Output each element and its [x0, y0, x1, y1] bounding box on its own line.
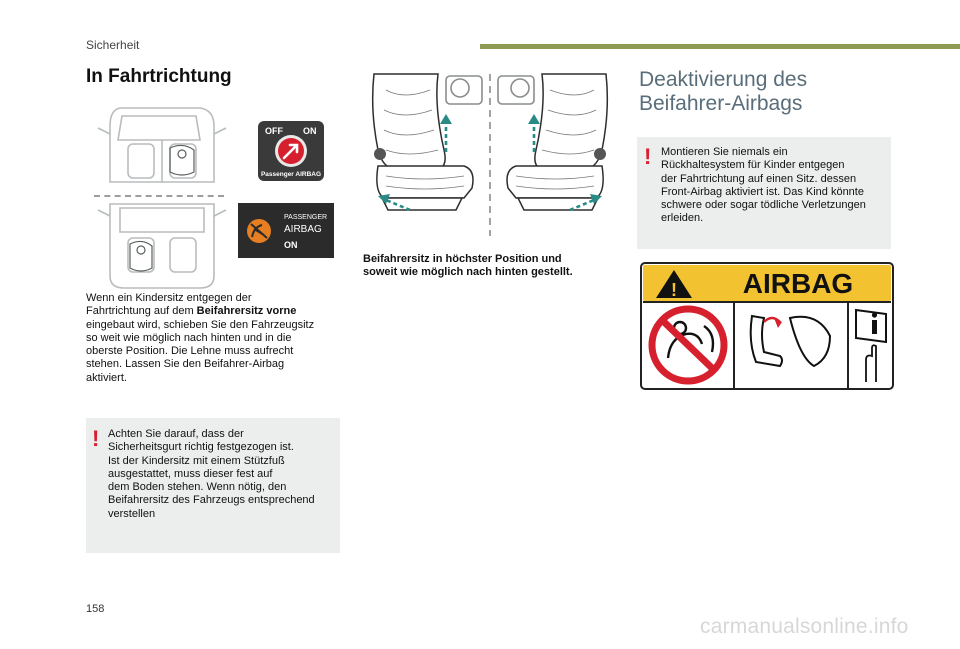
- page-title: In Fahrtrichtung: [86, 66, 232, 87]
- page-number: 158: [86, 603, 105, 615]
- intro-line: Wenn ein Kindersitz entgegen der: [86, 292, 252, 304]
- warning-line: Ist der Kindersitz mit einem Stützfuß: [108, 454, 285, 467]
- lamp-passenger-label: PASSENGER: [284, 214, 327, 221]
- warning-exclamation-icon: !: [644, 144, 652, 169]
- label-airbag-word: AIRBAG: [743, 268, 853, 299]
- section-title-line: Deaktivierung des: [639, 68, 808, 91]
- view-divider: [94, 195, 224, 197]
- warning-text-airbag: Montieren Sie niemals ein Rückhaltesyste…: [661, 146, 889, 226]
- intro-line: aktiviert.: [86, 371, 127, 384]
- warning-box-seatbelt: [86, 418, 340, 553]
- warning-line: Beifahrersitz des Fahrzeugs entsprechend: [108, 494, 315, 507]
- switch-on-label: ON: [303, 126, 317, 136]
- header-accent-bar: [480, 44, 960, 49]
- warning-line: Achten Sie darauf, dass der: [108, 428, 244, 440]
- warning-line: der Fahrtrichtung auf einen Sitz. dessen: [661, 172, 857, 185]
- warning-line: Montieren Sie niemals ein: [661, 146, 788, 158]
- section-label: Sicherheit: [86, 38, 140, 52]
- intro-line: stehen. Lassen Sie den Beifahrer-Airbag: [86, 358, 285, 371]
- seat-caption: Beifahrersitz in höchster Position und s…: [363, 253, 613, 280]
- intro-line: Fahrtrichtung auf dem Beifahrersitz vorn…: [86, 305, 348, 318]
- passenger-airbag-on-lamp-icon: PASSENGER AIRBAG ON: [238, 203, 334, 258]
- intro-line: so weit wie möglich nach hinten und in d…: [86, 331, 292, 344]
- warning-line: schwere oder sogar tödliche Verletzungen: [661, 199, 866, 212]
- warning-exclamation-icon: !: [92, 426, 100, 451]
- warning-line: erleiden.: [661, 212, 704, 225]
- warning-box-airbag: [637, 137, 891, 249]
- switch-arc-label: Passenger AIRBAG: [261, 171, 321, 178]
- seat-position-illustration: [371, 73, 609, 236]
- label-triangle-mark: !: [671, 280, 677, 300]
- warning-line: Front-Airbag aktiviert ist. Das Kind kön…: [661, 185, 864, 198]
- lamp-on-label: ON: [284, 240, 298, 250]
- warning-line: ausgestattet, muss dieser fest auf: [108, 467, 273, 480]
- watermark-text: carmanualsonline.info: [700, 615, 909, 638]
- warning-line: Rückhaltesystem für Kinder entgegen: [661, 159, 845, 172]
- warning-line: Sicherheitsgurt richtig festgezogen ist.: [108, 441, 294, 454]
- warning-line: verstellen: [108, 507, 156, 520]
- section-title-line: Beifahrer-Airbags: [639, 92, 803, 115]
- intro-paragraph: Wenn ein Kindersitz entgegen der Fahrtri…: [86, 292, 348, 385]
- caption-line: Beifahrersitz in höchster Position und: [363, 253, 562, 265]
- car-top-view-illustration: [97, 107, 227, 289]
- warning-text-seatbelt: Achten Sie darauf, dass der Sicherheitsg…: [108, 428, 340, 521]
- intro-bold-seat: Beifahrersitz vorne: [196, 305, 297, 318]
- warning-line: dem Boden stehen. Wenn nötig, den: [108, 481, 287, 494]
- intro-line: oberste Position. Die Lehne muss aufrech…: [86, 345, 294, 358]
- airbag-warning-label: ! AIRBAG: [640, 262, 894, 390]
- airbag-switch-icon: OFF ON Passenger AIRBAG: [258, 121, 324, 181]
- intro-line: eingebaut wird, schieben Sie den Fahrzeu…: [86, 318, 315, 331]
- section-title-deactivation: Deaktivierung des Beifahrer-Airbags: [639, 68, 807, 116]
- intro-text: Fahrtrichtung auf dem: [86, 305, 197, 318]
- lamp-airbag-label: AIRBAG: [284, 224, 322, 235]
- caption-line: soweit wie möglich nach hinten gestellt.: [363, 266, 573, 279]
- switch-off-label: OFF: [265, 126, 283, 136]
